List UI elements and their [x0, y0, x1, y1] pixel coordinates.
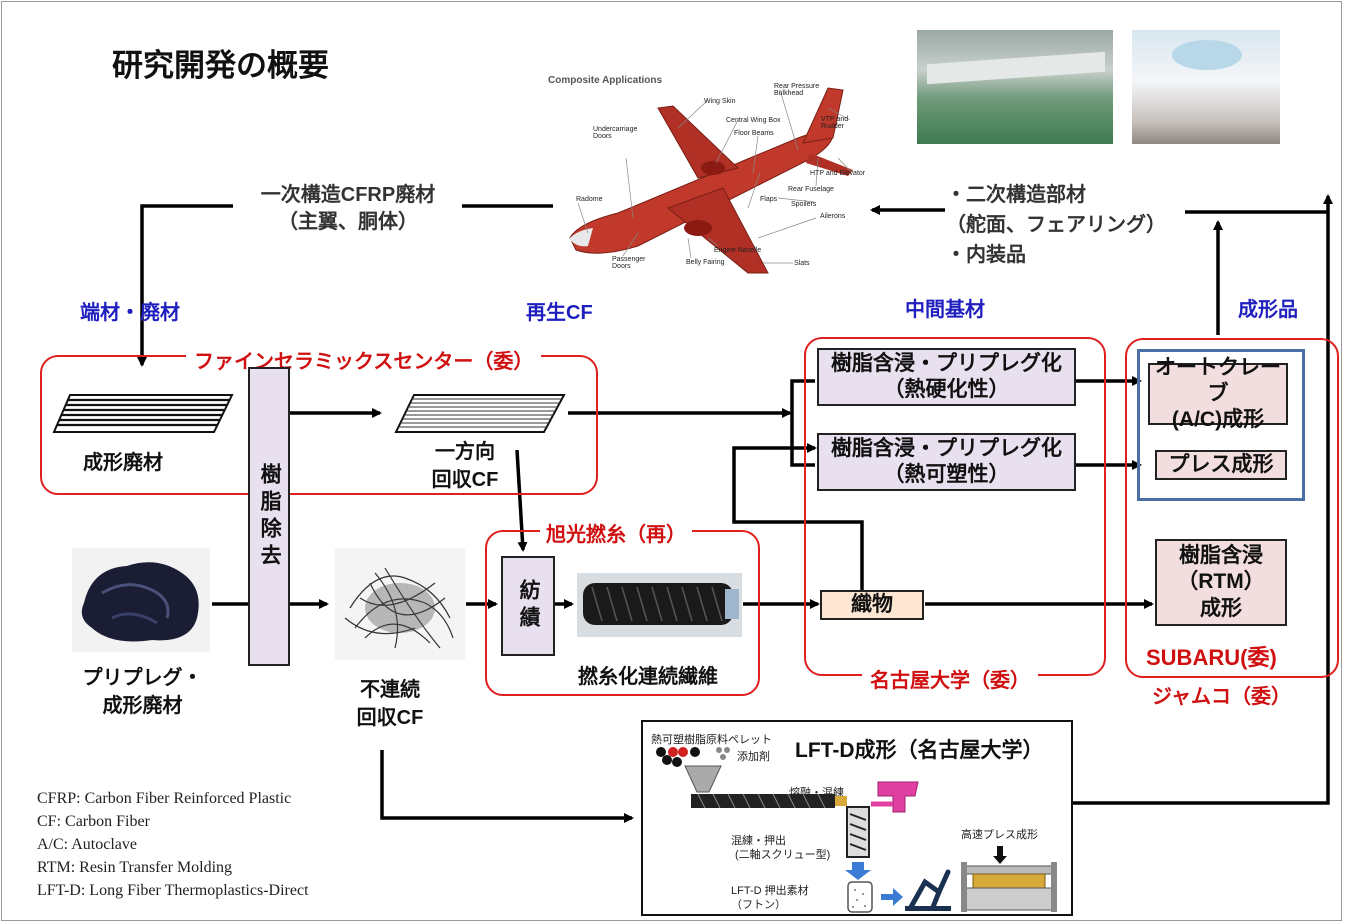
twisted-fiber-photo — [577, 573, 742, 637]
lftd-press-label: 高速プレス成形 — [961, 829, 1038, 841]
autoclave-line1: オートクレーブ — [1155, 355, 1281, 405]
fabric-label: 織物 — [851, 592, 893, 616]
molding-waste-label: 成形廃材 — [83, 452, 163, 474]
thermoplastic-line1: 樹脂含浸・プリプレグ化 — [831, 436, 1062, 460]
rtm-line3: 成形 — [1200, 596, 1242, 620]
airplane-illustration: Composite Applications — [548, 68, 878, 278]
spinning-label: 紡績 — [517, 579, 541, 633]
spinning-box: 紡績 — [501, 556, 555, 656]
prepreg-waste-photo — [72, 548, 210, 652]
lftd-machine-icon — [656, 747, 1057, 913]
discontinuous-line1: 不連続 — [360, 679, 420, 701]
label-wing-skin: Wing Skin — [704, 98, 736, 105]
fine-ceramics-label: ファインセラミックスセンター（委） — [186, 345, 542, 374]
arrow-fabric-up — [732, 443, 864, 590]
legend-cf: CF: Carbon Fiber — [37, 813, 150, 830]
recycled-cf-label: 再生CF — [526, 302, 593, 324]
arrow-primary-to-scrap — [137, 204, 233, 367]
thermoset-prepreg-box: 樹脂含浸・プリプレグ化 （熱硬化性） — [817, 348, 1076, 406]
molded-label: 成形品 — [1238, 299, 1298, 321]
thermoplastic-prepreg-box: 樹脂含浸・プリプレグ化 （熱可塑性） — [817, 433, 1076, 491]
airplane-heading: Composite Applications — [548, 75, 663, 86]
label-central-wing-box: Central Wing Box — [726, 117, 781, 124]
unidirectional-cf-label: 一方向 回収CF — [410, 438, 520, 494]
label-slats: Slats — [794, 260, 810, 267]
label-radome: Radome — [576, 196, 603, 203]
discontinuous-cf-photo — [335, 548, 465, 660]
prepreg-line2: 成形廃材 — [102, 695, 183, 717]
lftd-additive-label: 添加剤 — [737, 751, 770, 763]
press-molding-label: プレス成形 — [1168, 452, 1274, 476]
press-molding-box: プレス成形 — [1155, 450, 1287, 480]
label-floor-beams: Floor Beams — [734, 130, 774, 137]
lftd-extrude-line1: 混練・押出 — [731, 835, 786, 847]
lftd-panel: LFT-D成形（名古屋大学） 熱可塑樹脂原料ペレット 添加剤 熔融・混練 混練・… — [641, 720, 1073, 916]
rtm-line1: 樹脂含浸 — [1179, 544, 1263, 568]
abbreviation-legend: CFRP: Carbon Fiber Reinforced Plastic CF… — [37, 787, 309, 902]
jamco-label: ジャムコ（委） — [1152, 686, 1291, 708]
jamco-group — [1125, 338, 1339, 678]
thermoplastic-line2: （熱可塑性） — [883, 463, 1010, 486]
unidirectional-line1: 一方向 — [435, 441, 495, 463]
molding-waste-sheet-icon — [52, 394, 234, 433]
lftd-pellet-label: 熱可塑樹脂原料ペレット — [651, 734, 772, 746]
factory-photo — [917, 30, 1113, 144]
prepreg-waste-label: プリプレグ・ 成形廃材 — [80, 664, 205, 720]
twisted-fiber-label: 撚糸化連続繊維 — [578, 666, 718, 688]
primary-waste-line2: （主翼、胴体） — [278, 211, 418, 233]
label-passenger-doors: Passenger Doors — [612, 256, 646, 270]
secondary-line3: ・内装品 — [946, 244, 1026, 266]
fabric-box: 織物 — [820, 590, 924, 620]
label-flaps: Flaps — [760, 196, 778, 203]
subaru-label: SUBARU(委) — [1146, 645, 1277, 670]
cabin-photo — [1132, 30, 1280, 144]
lftd-title: LFT-D成形（名古屋大学） — [795, 739, 1044, 762]
label-belly-fairing: Belly Fairing — [686, 259, 725, 266]
legend-ac: A/C: Autoclave — [37, 836, 137, 853]
label-ailerons: Ailerons — [820, 213, 846, 220]
rtm-line2: （RTM） — [1177, 570, 1265, 594]
label-engine-nacelle: Engine Nacelle — [714, 247, 762, 254]
lftd-material-line1: LFT-D 押出素材 — [731, 885, 809, 897]
autoclave-line2: (A/C)成形 — [1171, 408, 1265, 432]
intermediate-label: 中間基材 — [905, 299, 985, 321]
label-undercarriage: Undercarriage Doors — [593, 126, 638, 140]
page-title: 研究開発の概要 — [112, 48, 329, 83]
secondary-line2: （舵面、フェアリング） — [946, 214, 1166, 236]
label-rear-fuselage: Rear Fuselage — [788, 186, 834, 193]
lftd-extrude-line2: (二軸スクリュー型) — [735, 849, 831, 861]
nagoya-label: 名古屋大学（委） — [862, 664, 1038, 693]
discontinuous-line2: 回収CF — [356, 707, 424, 729]
label-rear-bulkhead: Rear Pressure Bulkhead — [774, 83, 820, 97]
primary-waste-line1: 一次構造CFRP廃材 — [260, 184, 436, 206]
thermoset-line1: 樹脂含浸・プリプレグ化 — [831, 351, 1062, 375]
primary-waste-label: 一次構造CFRP廃材 （主翼、胴体） — [232, 182, 464, 236]
secondary-parts-label: ・二次構造部材 （舵面、フェアリング） ・内装品 — [946, 180, 1166, 270]
airplane-icon — [569, 87, 853, 274]
discontinuous-cf-label: 不連続 回収CF — [340, 676, 440, 732]
unidirectional-cf-icon — [394, 394, 566, 433]
thermoset-line2: （熱硬化性） — [883, 378, 1010, 401]
scrap-label: 端材・廃材 — [80, 302, 180, 324]
secondary-line1: ・二次構造部材 — [946, 184, 1086, 206]
label-htp: HTP and Elevator — [810, 170, 866, 177]
rtm-molding-box: 樹脂含浸 （RTM） 成形 — [1155, 539, 1287, 626]
lftd-material-line2: （フトン） — [731, 899, 786, 911]
legend-lftd: LFT-D: Long Fiber Thermoplastics-Direct — [37, 882, 309, 899]
asahi-label: 旭光撚糸（再） — [540, 518, 692, 547]
label-spoilers: Spoilers — [791, 201, 817, 208]
autoclave-box: オートクレーブ (A/C)成形 — [1148, 356, 1288, 431]
legend-cfrp: CFRP: Carbon Fiber Reinforced Plastic — [37, 790, 292, 807]
resin-removal-box: 樹脂除去 — [248, 367, 290, 666]
legend-rtm: RTM: Resin Transfer Molding — [37, 859, 233, 876]
prepreg-line1: プリプレグ・ — [82, 667, 203, 689]
resin-removal-label: 樹脂除去 — [258, 462, 282, 571]
subaru-frame — [1137, 349, 1305, 501]
label-vtp: VTP and Rudder — [821, 116, 849, 130]
unidirectional-line2: 回収CF — [431, 469, 499, 491]
